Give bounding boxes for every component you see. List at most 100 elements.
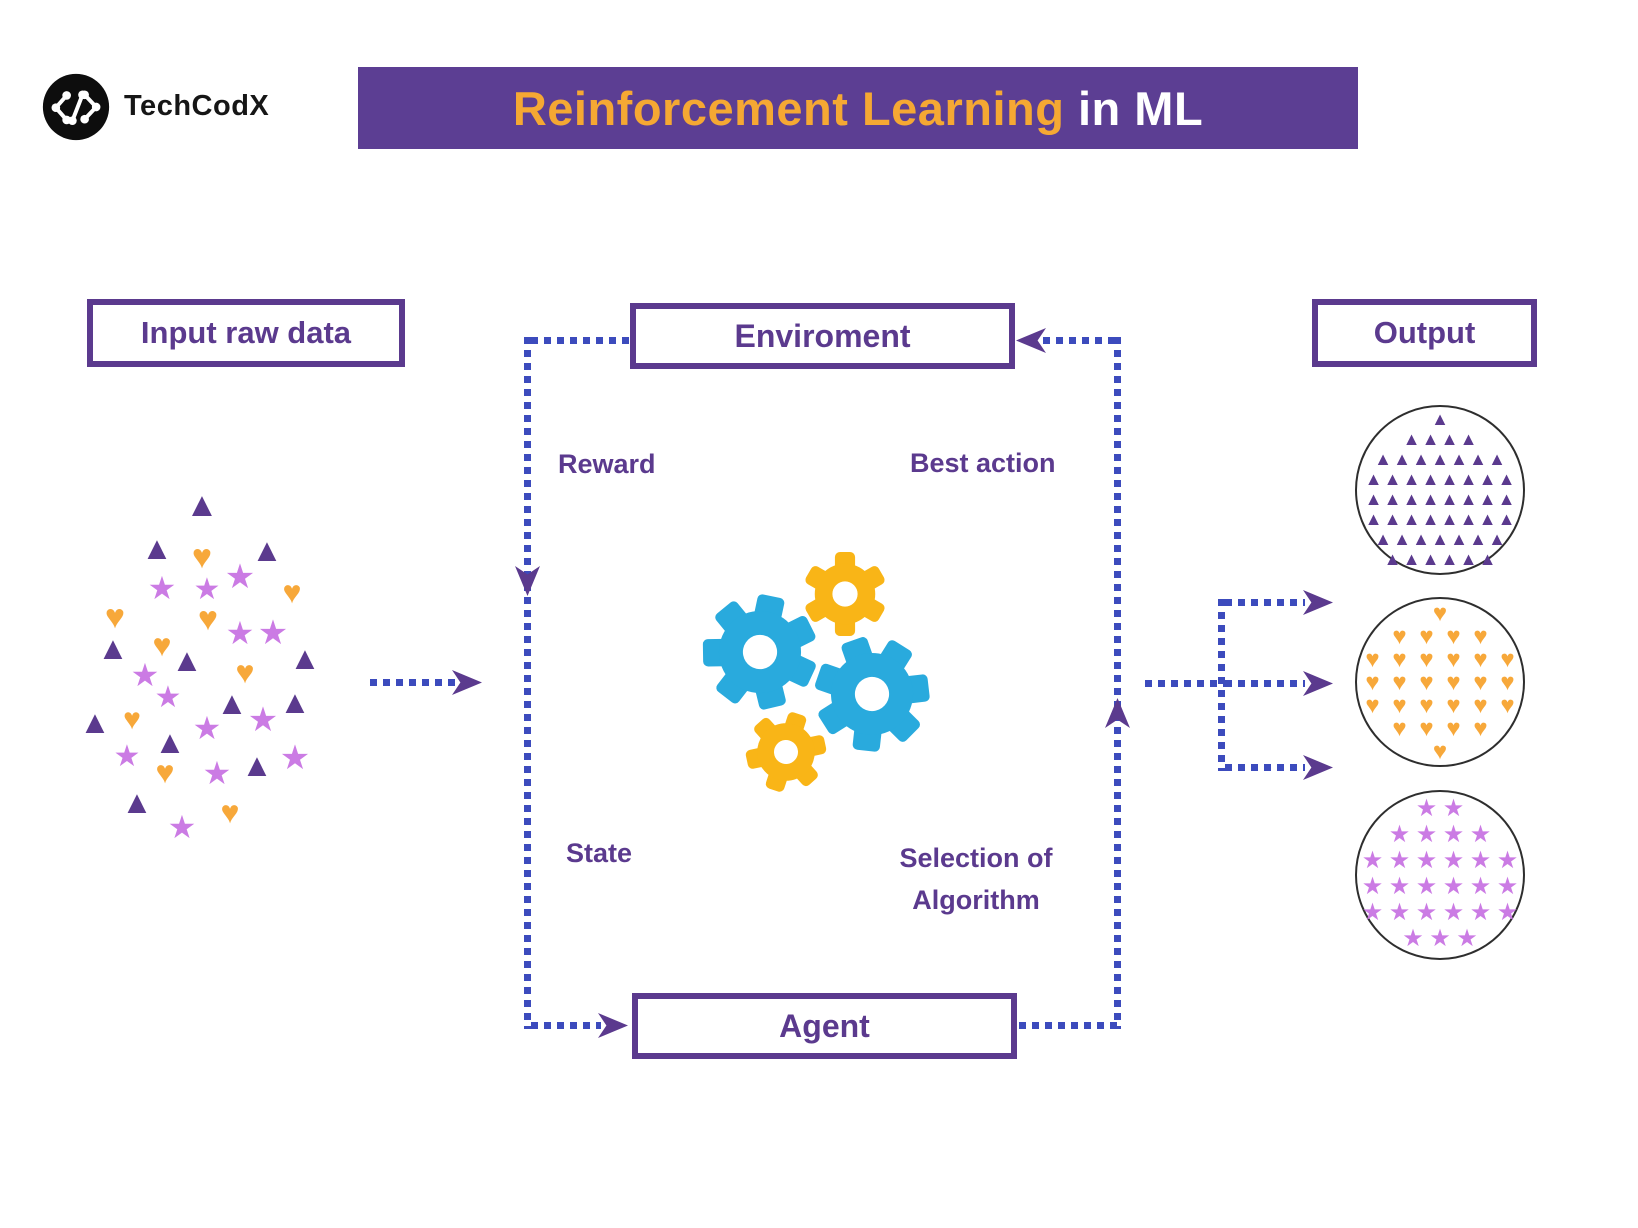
- star-shape: ★: [1469, 821, 1492, 848]
- star-shape: ★: [1361, 899, 1384, 926]
- heart-shape: ♥: [1392, 668, 1407, 696]
- triangle-shape: ▲: [1364, 469, 1383, 489]
- triangle-shape: ▲: [1440, 549, 1459, 569]
- star-shape: ★: [113, 740, 141, 773]
- triangle-shape: ▲: [1402, 429, 1421, 449]
- triangle-shape: ▲: [1459, 489, 1478, 509]
- triangle-shape: ▲: [1450, 449, 1468, 469]
- star-shape: ★: [1429, 925, 1451, 952]
- star-shape: ★: [1402, 925, 1424, 952]
- triangle-shape: ▲: [1478, 469, 1497, 489]
- triangle-shape: ▲: [141, 530, 173, 566]
- output-branch-bottom-line: [1225, 764, 1305, 771]
- heart-shape: ♥: [1500, 668, 1515, 696]
- input-flow-arrow-icon: [452, 670, 482, 695]
- heart-shape: ♥: [1473, 668, 1488, 696]
- triangle-shape: ▲: [1374, 529, 1392, 549]
- star-shape: ★: [1415, 821, 1438, 848]
- triangle-shape: ▲: [79, 704, 111, 740]
- triangle-shape: ▲: [1488, 449, 1506, 469]
- triangle-shape: ▲: [1421, 489, 1440, 509]
- loop-right-top-line: [1043, 337, 1121, 344]
- star-shape: ★: [1361, 873, 1384, 900]
- triangle-shape: ▲: [1421, 549, 1440, 569]
- star-shape: ★: [1469, 873, 1492, 900]
- heart-shape: ♥: [235, 654, 255, 690]
- heart-shape: ♥: [1419, 645, 1434, 673]
- triangle-shape: ▲: [171, 642, 203, 678]
- triangle-shape: ▲: [1469, 529, 1487, 549]
- star-shape: ★: [1442, 795, 1465, 822]
- page-title-rest: in ML: [1064, 81, 1204, 135]
- loop-right-vertical-line: [1114, 337, 1121, 1029]
- triangle-shape: ▲: [1402, 549, 1421, 569]
- output-label: Output: [1373, 315, 1476, 350]
- output-middle-arrow-icon: [1303, 671, 1333, 696]
- triangle-shape: ▲: [1440, 429, 1459, 449]
- triangle-shape: ▲: [1364, 489, 1383, 509]
- heart-shape: ♥: [1365, 645, 1380, 673]
- star-shape: ★: [1469, 899, 1492, 926]
- loop-right-bottom-line: [1019, 1022, 1121, 1029]
- star-shape: ★: [1496, 899, 1519, 926]
- star-shape: ★: [202, 755, 232, 791]
- triangle-shape: ▲: [121, 784, 153, 820]
- heart-shape: ♥: [1419, 691, 1434, 719]
- triangle-shape: ▲: [1459, 509, 1478, 529]
- triangle-shape: ▲: [1402, 509, 1421, 529]
- heart-shape: ♥: [1446, 691, 1461, 719]
- star-shape: ★: [1388, 873, 1411, 900]
- gears-icon: [702, 552, 930, 792]
- heart-shape: ♥: [1473, 622, 1488, 650]
- selection-of-algorithm-label: Selection of Algorithm: [866, 838, 1086, 922]
- input-raw-data-label: Input raw data: [140, 315, 352, 350]
- heart-shape: ♥: [152, 627, 172, 663]
- triangle-shape: ▲: [251, 532, 283, 568]
- star-shape: ★: [1496, 847, 1519, 874]
- triangle-shape: ▲: [1393, 449, 1411, 469]
- triangle-shape: ▲: [1393, 529, 1411, 549]
- heart-shape: ♥: [1446, 668, 1461, 696]
- star-shape: ★: [147, 570, 177, 606]
- heart-shape: ♥: [1500, 645, 1515, 673]
- into-environment-arrow-icon: [1016, 328, 1046, 353]
- triangle-shape: ▲: [1431, 409, 1449, 429]
- environment-label: Enviroment: [734, 317, 911, 354]
- input-flow-line: [370, 679, 456, 686]
- star-shape: ★: [1442, 847, 1465, 874]
- heart-shape: ♥: [1365, 668, 1380, 696]
- heart-shape: ♥: [1365, 691, 1380, 719]
- triangle-shape: ▲: [1374, 449, 1392, 469]
- heart-shape: ♥: [104, 598, 126, 636]
- star-shape: ★: [167, 809, 197, 845]
- star-shape: ★: [1456, 925, 1478, 952]
- star-shape: ★: [247, 701, 279, 739]
- triangle-shape: ▲: [1440, 509, 1459, 529]
- star-shape: ★: [1415, 795, 1438, 822]
- triangle-shape: ▲: [1478, 489, 1497, 509]
- output-circle-triangles: ▲▲▲▲▲▲▲▲▲▲▲▲▲▲▲▲▲▲▲▲▲▲▲▲▲▲▲▲▲▲▲▲▲▲▲▲▲▲▲▲…: [1355, 405, 1525, 575]
- output-circle-stars: ★★★★★★★★★★★★★★★★★★★★★★★★★★★: [1355, 790, 1525, 960]
- star-shape: ★: [1496, 873, 1519, 900]
- triangle-shape: ▲: [1402, 469, 1421, 489]
- heart-shape: ♥: [1432, 737, 1448, 765]
- triangle-shape: ▲: [1469, 449, 1487, 469]
- star-shape: ★: [130, 657, 160, 693]
- star-shape: ★: [1388, 847, 1411, 874]
- triangle-shape: ▲: [1431, 529, 1449, 549]
- star-shape: ★: [279, 739, 311, 777]
- triangle-shape: ▲: [1412, 449, 1430, 469]
- heart-shape: ♥: [1500, 691, 1515, 719]
- star-shape: ★: [154, 681, 182, 714]
- triangle-shape: ▲: [1440, 489, 1459, 509]
- triangle-shape: ▲: [1421, 469, 1440, 489]
- heart-shape: ♥: [1419, 714, 1434, 742]
- agent-label: Agent: [779, 1007, 870, 1044]
- selection-of-label-line2: Algorithm: [912, 884, 1040, 915]
- heart-shape: ♥: [197, 600, 219, 638]
- reward-label: Reward: [558, 449, 656, 479]
- triangle-shape: ▲: [1383, 549, 1402, 569]
- star-shape: ★: [1415, 873, 1438, 900]
- heart-shape: ♥: [1392, 691, 1407, 719]
- triangle-shape: ▲: [1497, 469, 1516, 489]
